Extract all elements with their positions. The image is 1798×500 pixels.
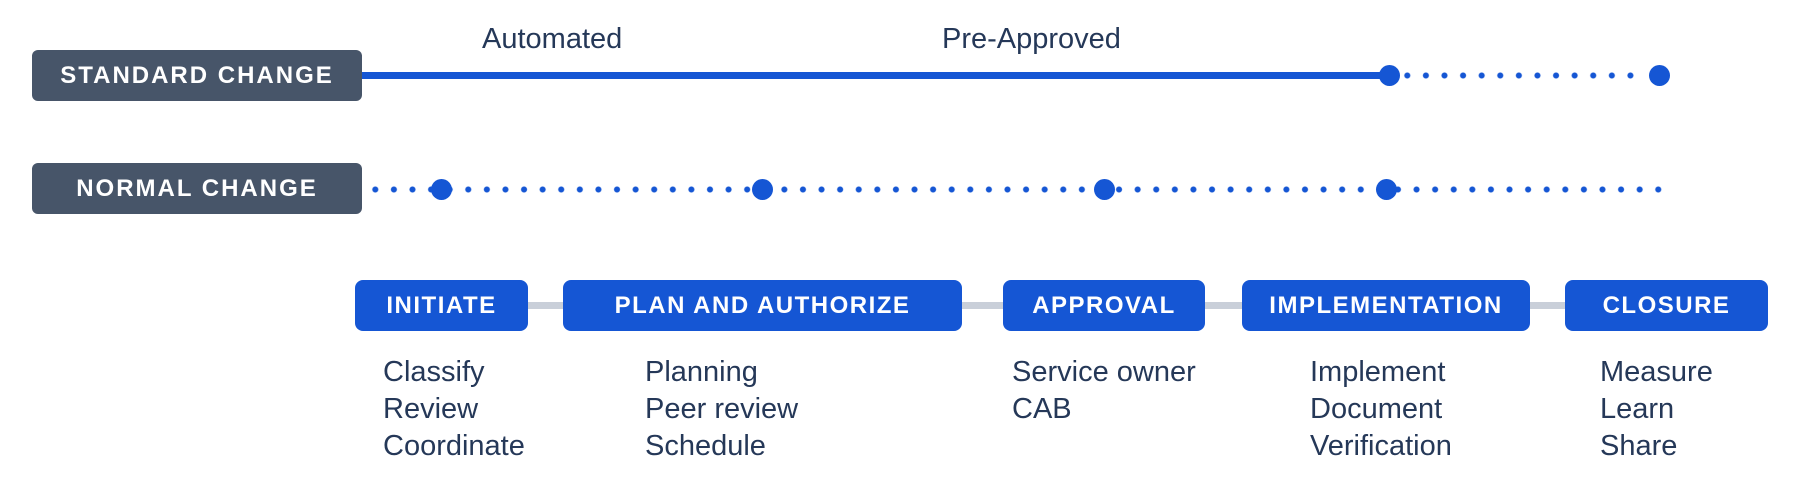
list-item: Coordinate xyxy=(383,430,525,462)
list-item: Implement xyxy=(1310,356,1446,388)
stage-button-approval: APPROVAL xyxy=(1003,280,1205,331)
normal-line-dotted xyxy=(366,185,1668,194)
track-badge-standard-change: STANDARD CHANGE xyxy=(32,50,362,101)
stage-label-plan-and-authorize: PLAN AND AUTHORIZE xyxy=(614,291,911,319)
stage-connector-2 xyxy=(958,302,1007,309)
annotation-pre-approved: Pre-Approved xyxy=(942,23,1121,55)
stage-label-closure: CLOSURE xyxy=(1602,291,1731,319)
stage-label-approval: APPROVAL xyxy=(1032,291,1176,319)
standard-line-solid-segment xyxy=(362,72,1389,79)
stage-label-implementation: IMPLEMENTATION xyxy=(1269,291,1503,319)
track-badge-normal-change: NORMAL CHANGE xyxy=(32,163,362,214)
list-item: Planning xyxy=(645,356,758,388)
stage-button-initiate: INITIATE xyxy=(355,280,528,331)
list-item: CAB xyxy=(1012,393,1072,425)
stage-list-initiate: Classify Review Coordinate xyxy=(383,354,525,465)
normal-line-dot-plan-and-authorize xyxy=(752,179,773,200)
list-item: Learn xyxy=(1600,393,1675,425)
stage-button-implementation: IMPLEMENTATION xyxy=(1242,280,1530,331)
stage-label-initiate: INITIATE xyxy=(386,291,497,319)
stage-list-approval: Service owner CAB xyxy=(1012,354,1196,428)
standard-line-dotted-segment xyxy=(1398,71,1644,80)
track-label-standard-change: STANDARD CHANGE xyxy=(60,61,334,89)
list-item: Service owner xyxy=(1012,356,1196,388)
stage-connector-3 xyxy=(1201,302,1246,309)
list-item: Peer review xyxy=(645,393,799,425)
track-label-normal-change: NORMAL CHANGE xyxy=(76,174,318,202)
standard-line-dot-implementation xyxy=(1379,65,1400,86)
list-item: Schedule xyxy=(645,430,766,462)
list-item: Verification xyxy=(1310,430,1452,462)
annotation-automated: Automated xyxy=(482,23,623,55)
list-item: Classify xyxy=(383,356,485,388)
normal-line-dot-initiate xyxy=(431,179,452,200)
list-item: Share xyxy=(1600,430,1678,462)
stage-list-closure: Measure Learn Share xyxy=(1600,354,1713,465)
list-item: Document xyxy=(1310,393,1443,425)
normal-line-dot-implementation xyxy=(1376,179,1397,200)
list-item: Review xyxy=(383,393,479,425)
stage-connector-1 xyxy=(524,302,567,309)
stage-list-plan-and-authorize: Planning Peer review Schedule xyxy=(645,354,798,465)
stage-button-closure: CLOSURE xyxy=(1565,280,1768,331)
list-item: Measure xyxy=(1600,356,1713,388)
normal-line-dot-approval xyxy=(1094,179,1115,200)
stage-connector-4 xyxy=(1526,302,1569,309)
standard-line-dot-end xyxy=(1649,65,1670,86)
stage-button-plan-and-authorize: PLAN AND AUTHORIZE xyxy=(563,280,962,331)
stage-list-implementation: Implement Document Verification xyxy=(1310,354,1452,465)
